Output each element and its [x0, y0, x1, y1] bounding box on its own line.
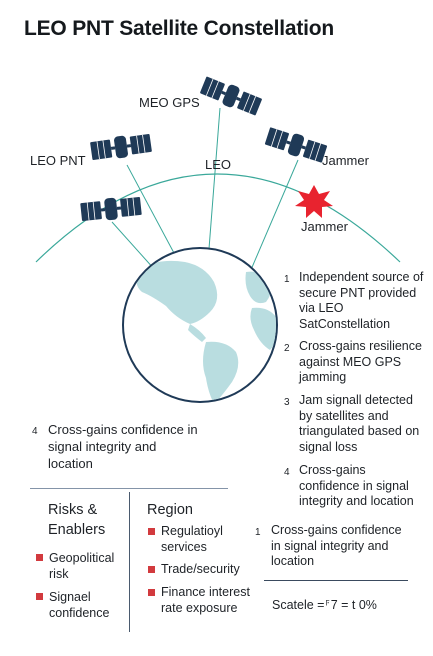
- risk-item-1: Geopolitical risk: [49, 551, 115, 581]
- note-4-number: 4: [284, 467, 290, 478]
- divider-vertical: [129, 492, 130, 632]
- beam-leo-pnt-lower: [111, 221, 156, 271]
- page-title: LEO PNT Satellite Constellation: [24, 17, 335, 40]
- jammer-burst-icon: [295, 185, 333, 218]
- note-1-text: Independent source of secure PNT provide…: [299, 270, 424, 331]
- label-meo-gps: MEO GPS: [139, 95, 200, 110]
- left-note-number: 4: [32, 426, 38, 437]
- risk-bullet-2: [36, 593, 43, 600]
- satellite-meo-icon: [200, 76, 262, 116]
- note-1-number: 1: [284, 274, 290, 285]
- label-jammer-top: Jammer: [322, 153, 369, 168]
- note-2-number: 2: [284, 343, 290, 354]
- region-item-1: Regulatioyl services: [161, 524, 223, 554]
- africa-land: [250, 307, 276, 350]
- bottom-note-text: Cross-gains confidence in signal integri…: [271, 523, 402, 568]
- risk-item-2: Signael confidence: [49, 590, 110, 620]
- note-3-text: Jam signall detected by satellites and t…: [299, 393, 420, 454]
- constellation-diagram: [35, 76, 401, 403]
- divider-left: [30, 488, 228, 489]
- left-note-text: Cross-gains confidence in signal integri…: [48, 422, 198, 471]
- region-bullet-2: [148, 566, 155, 573]
- region-bullet-3: [148, 589, 155, 596]
- divider-scale: [264, 580, 408, 581]
- scale-label: Scatele =⸁7 = t 0%: [272, 598, 377, 612]
- satellite-leo-pnt-upper-icon: [90, 134, 152, 160]
- central-america-land: [188, 324, 206, 342]
- region-item-3: Finance interest rate exposure: [161, 585, 250, 615]
- risk-bullet-1: [36, 554, 43, 561]
- satellite-jammer-icon: [264, 127, 328, 163]
- label-leo-pnt: LEO PNT: [30, 153, 86, 168]
- label-jammer-star: Jammer: [301, 219, 348, 234]
- north-america-land: [136, 260, 218, 324]
- bottom-note-number: 1: [255, 527, 261, 538]
- south-america-land: [203, 341, 239, 401]
- globe: [122, 247, 278, 403]
- region-heading: Region: [147, 502, 193, 518]
- note-4-text: Cross-gains confidence in signal integri…: [299, 463, 414, 508]
- risks-heading: Risks & Enablers: [48, 502, 106, 538]
- region-bullet-1: [148, 528, 155, 535]
- region-item-2: Trade/security: [161, 562, 240, 576]
- satellite-leo-pnt-lower-icon: [80, 197, 142, 221]
- note-3-number: 3: [284, 397, 290, 408]
- note-2-text: Cross-gains resilience against MEO GPS j…: [299, 339, 422, 384]
- label-leo: LEO: [205, 157, 232, 172]
- beam-jammer: [249, 159, 299, 273]
